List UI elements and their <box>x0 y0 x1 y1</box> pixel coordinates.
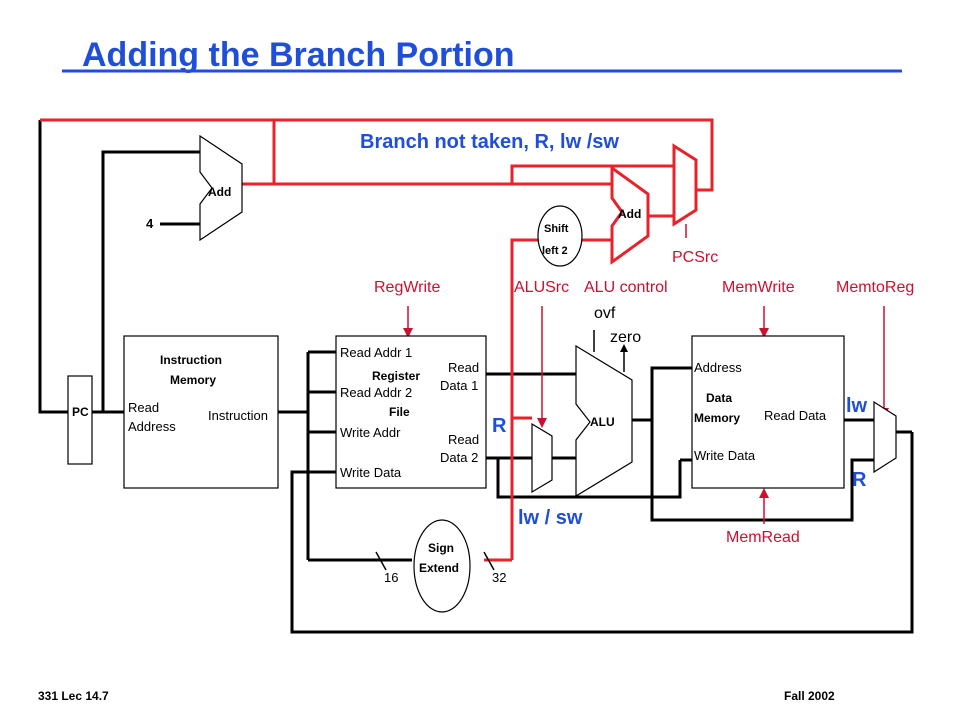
sign-extend-label-1: Sign <box>428 541 454 555</box>
dmem-title-1: Data <box>706 391 732 405</box>
read-data-1a: Read <box>448 360 479 375</box>
memread-arrow <box>759 488 769 498</box>
imem-instruction-label: Instruction <box>208 408 268 423</box>
dmem-title-2: Memory <box>694 411 740 425</box>
pc-adder <box>199 134 243 242</box>
pc4-to-pcsrc-red <box>510 164 674 184</box>
pc-feedback-red <box>40 118 714 192</box>
memwrite-label: MemWrite <box>722 279 795 296</box>
pc-label: PC <box>72 405 89 419</box>
out-bits-tick <box>483 551 495 571</box>
pc-adder-label: Add <box>208 185 231 199</box>
alu-bypass-wire <box>650 420 874 522</box>
register-file <box>335 335 487 489</box>
ovf-label: ovf <box>594 305 616 322</box>
path-label: Branch not taken, R, lw /sw <box>360 131 619 153</box>
alusrc-arrow <box>537 418 547 428</box>
instruction-memory <box>123 335 279 489</box>
alu <box>575 344 633 498</box>
pcsrc-label: PCSrc <box>672 249 718 266</box>
shift-label-1: Shift <box>544 223 569 235</box>
mux-lw-label: lw <box>846 395 868 417</box>
store-data-wire <box>496 458 682 499</box>
write-addr-label: Write Addr <box>340 425 401 440</box>
regwrite-label: RegWrite <box>374 279 440 296</box>
imem-address-label: Address <box>128 419 176 434</box>
read-addr-2-label: Read Addr 2 <box>340 385 412 400</box>
mux-r-label: R <box>852 469 867 491</box>
read-addr-1-label: Read Addr 1 <box>340 345 412 360</box>
imem-title-2: Memory <box>170 373 216 387</box>
regfile-title-2: File <box>389 405 410 419</box>
alu-result-wire <box>632 366 692 422</box>
regfile-title-1: Register <box>372 369 420 383</box>
sign-extend <box>413 519 471 613</box>
pcsrc-mux <box>672 143 698 227</box>
dmem-address-label: Address <box>694 360 742 375</box>
zero-arrow <box>620 344 628 352</box>
branch-adder <box>610 165 650 265</box>
in-bits-tick <box>375 551 387 571</box>
zero-label: zero <box>610 329 641 346</box>
imm-red <box>510 238 534 560</box>
alusrc-label: ALUSrc <box>514 279 569 296</box>
read-data-1b: Data 1 <box>440 378 478 393</box>
imem-read-label: Read <box>128 400 159 415</box>
const-four: 4 <box>146 216 154 231</box>
branch-adder-label: Add <box>618 207 641 221</box>
memtoreg-label: MemtoReg <box>836 279 914 296</box>
dmem-read-data-label: Read Data <box>764 408 827 423</box>
read-data-2a: Read <box>448 432 479 447</box>
shift-left-2 <box>537 205 583 267</box>
footer-right: Fall 2002 <box>784 689 835 703</box>
writeback-wire <box>290 432 914 634</box>
dmem-write-data-label: Write Data <box>694 448 756 463</box>
alu-control-label: ALU control <box>584 279 668 296</box>
pc-input-wire <box>38 120 68 414</box>
memwrite-arrow <box>759 328 769 338</box>
pc-register <box>67 375 93 465</box>
memread-label: MemRead <box>726 529 800 546</box>
read-data-2b: Data 2 <box>440 450 478 465</box>
reg-write-data-label: Write Data <box>340 465 402 480</box>
page-title: Adding the Branch Portion <box>82 36 515 74</box>
lw-sw-label: lw / sw <box>518 507 583 529</box>
memtoreg-mux <box>873 400 897 474</box>
shift-label-2: left 2 <box>542 245 568 257</box>
alusrc-r-label: R <box>492 415 507 437</box>
alusrc-mux <box>531 422 553 494</box>
out-bits-label: 32 <box>492 570 506 585</box>
regwrite-arrow <box>403 328 413 338</box>
data-memory <box>691 335 845 489</box>
imem-title-1: Instruction <box>160 353 222 367</box>
alu-label: ALU <box>590 415 615 429</box>
in-bits-label: 16 <box>384 570 398 585</box>
sign-extend-label-2: Extend <box>419 561 459 575</box>
footer-left: 331 Lec 14.7 <box>38 689 109 703</box>
